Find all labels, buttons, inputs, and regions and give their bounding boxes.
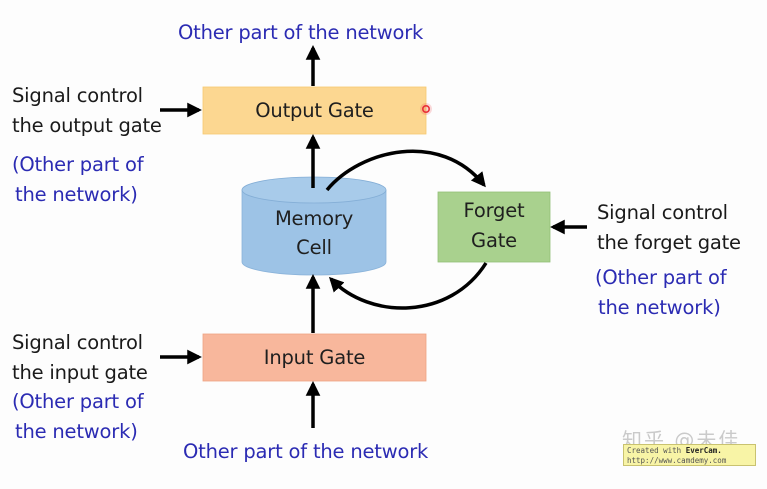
output-control-source-line1: (Other part of [12, 153, 144, 176]
arrow-forget-gate-to-memory [328, 262, 488, 310]
memory-cell-label-line1: Memory [274, 207, 354, 230]
forget-control-source-line2: the network) [598, 296, 721, 319]
evercam-watermark-line1: Created with EverCam. [627, 446, 752, 456]
input-control-signal-line2: the input gate [12, 361, 148, 384]
evercam-watermark-line2: http://www.camdemy.com [627, 456, 727, 465]
input-control-source-line1: (Other part of [12, 390, 144, 413]
forget-gate-box [437, 191, 551, 263]
output-gate-label: Output Gate [255, 98, 374, 122]
bottom-network-input-label: Other part of the network [183, 440, 429, 463]
input-control-source-line2: the network) [15, 420, 138, 443]
forget-gate-label-line2: Gate [471, 229, 517, 252]
memory-cell-label-line2: Cell [296, 236, 332, 259]
output-control-signal-line1: Signal control [12, 84, 143, 107]
arrow-memory-to-forget-gate [325, 149, 486, 192]
pointer-dot [420, 103, 432, 115]
evercam-prefix: Created with [627, 446, 686, 455]
evercam-watermark: Created with EverCam. http://www.camdemy… [623, 444, 756, 466]
input-control-signal-line1: Signal control [12, 331, 143, 354]
output-control-signal-line2: the output gate [12, 114, 162, 137]
output-gate-box [202, 86, 427, 135]
forget-control-signal-line2: the forget gate [597, 231, 741, 254]
input-gate-label: Input Gate [263, 345, 366, 369]
forget-control-source-line1: (Other part of [595, 266, 727, 289]
input-gate-box [202, 333, 427, 382]
memory-cell-cylinder [241, 176, 387, 276]
evercam-brand: EverCam. [685, 446, 722, 455]
top-network-output-label: Other part of the network [178, 21, 424, 44]
output-control-source-line2: the network) [15, 183, 138, 206]
memory-cell-label: Memory Cell [242, 204, 386, 262]
forget-control-signal-line1: Signal control [597, 201, 728, 224]
forget-gate-label-line1: Forget [463, 199, 525, 222]
forget-gate-label: Forget Gate [438, 196, 550, 256]
